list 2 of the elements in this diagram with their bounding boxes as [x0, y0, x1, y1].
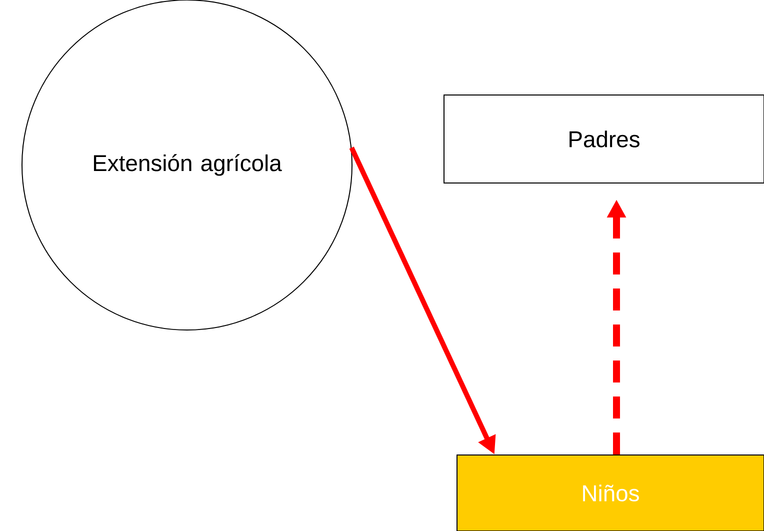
process-box: Padres [444, 94, 764, 184]
process-box: Niños [456, 454, 764, 531]
